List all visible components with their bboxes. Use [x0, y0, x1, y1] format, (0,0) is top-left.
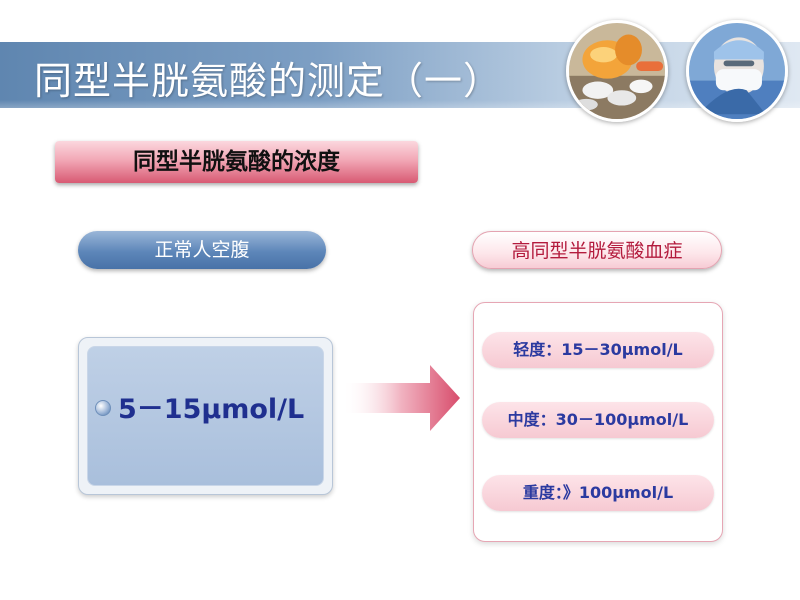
pills-photo: [566, 20, 668, 122]
section-label-text: 同型半胱氨酸的浓度: [133, 149, 340, 175]
severity-mild: 轻度：15－30μmol/L: [482, 332, 714, 368]
normal-range-box: 5－15μmol/L: [78, 337, 333, 495]
normal-range-panel: 5－15μmol/L: [87, 346, 324, 486]
hyperhomocysteinemia-label: 高同型半胱氨酸血症: [472, 231, 722, 269]
slide-title: 同型半胱氨酸的测定（一）: [34, 59, 503, 103]
bullet-icon: [95, 400, 111, 416]
normal-range-value: 5－15μmol/L: [118, 394, 305, 425]
severity-box: 轻度：15－30μmol/L 中度：30－100μmol/L 重度：》100μm…: [473, 302, 723, 542]
doctor-photo: [686, 20, 788, 122]
right-arrow-icon: [342, 365, 460, 431]
normal-fasting-label: 正常人空腹: [78, 231, 326, 269]
pills-image: [569, 23, 665, 119]
severity-moderate: 中度：30－100μmol/L: [482, 402, 714, 438]
section-label: 同型半胱氨酸的浓度: [55, 141, 418, 183]
severity-severe: 重度：》100μmol/L: [482, 475, 714, 511]
doctor-image: [689, 23, 785, 119]
